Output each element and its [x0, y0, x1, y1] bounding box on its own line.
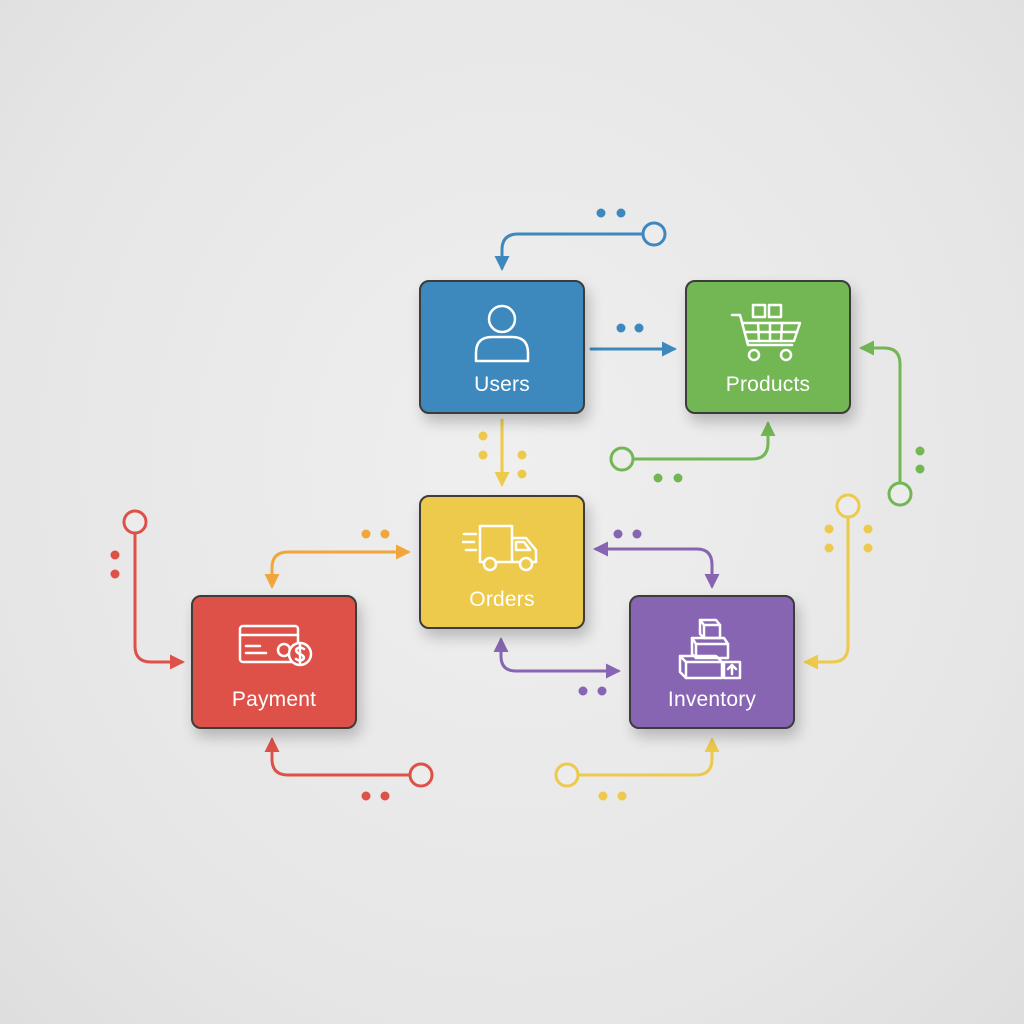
node-orders[interactable]: Orders [419, 495, 585, 629]
connector-orders-payment [264, 544, 411, 589]
connector-dot [863, 543, 873, 553]
user-icon [474, 304, 530, 363]
connector-dot [824, 524, 834, 534]
node-payment[interactable]: Payment [191, 595, 357, 729]
node-label-users: Users [474, 373, 530, 396]
node-inventory[interactable]: Inventory [629, 595, 795, 729]
connector-dot [863, 524, 873, 534]
connector-endpoint [835, 493, 861, 519]
connector-dot [915, 446, 925, 456]
connector-dot [478, 450, 488, 460]
connector-dot [634, 323, 644, 333]
connector-dot [596, 208, 606, 218]
connector-dot [110, 569, 120, 579]
connector-dot [632, 529, 642, 539]
connector-dot [517, 469, 527, 479]
connector-dot [824, 543, 834, 553]
connector-dot [915, 464, 925, 474]
connector-inventory-orders-bottom [493, 637, 621, 679]
connector-dot [110, 550, 120, 560]
connector-dot [380, 791, 390, 801]
connector-orders-inventory-top [593, 541, 720, 589]
connector-external-to-inventory-right [803, 515, 850, 670]
connector-endpoint [122, 509, 148, 535]
connector-external-to-products-right [859, 340, 902, 484]
shopping-cart-icon [730, 303, 802, 362]
connector-endpoint [609, 446, 635, 472]
connector-dot [478, 431, 488, 441]
connector-dot [361, 791, 371, 801]
node-label-products: Products [725, 373, 811, 396]
connector-external-to-products-bottom [631, 421, 776, 461]
connector-external-to-users [494, 232, 644, 271]
connector-dot [598, 791, 608, 801]
node-label-payment: Payment [231, 688, 317, 711]
connector-external-to-inventory-bottom [576, 737, 720, 777]
connector-dot [653, 473, 663, 483]
connector-external-to-payment-bottom [264, 737, 412, 777]
connector-dot [616, 208, 626, 218]
connector-dot [673, 473, 683, 483]
connector-dot [578, 686, 588, 696]
connector-endpoint [408, 762, 434, 788]
node-users[interactable]: Users [419, 280, 585, 414]
stacked-boxes-icon [678, 618, 742, 680]
connector-endpoint [554, 762, 580, 788]
credit-card-icon [238, 624, 313, 667]
node-label-inventory: Inventory [667, 688, 757, 711]
connector-dot [597, 686, 607, 696]
connector-dot [613, 529, 623, 539]
connector-dot [361, 529, 371, 539]
node-label-orders: Orders [469, 588, 535, 611]
delivery-truck-icon [462, 524, 538, 572]
node-products[interactable]: Products [685, 280, 851, 414]
connector-endpoint [641, 221, 667, 247]
connector-external-to-payment-left [133, 531, 185, 670]
connector-endpoint [887, 481, 913, 507]
connector-dot [380, 529, 390, 539]
connector-dot [616, 323, 626, 333]
connector-dot [517, 450, 527, 460]
connector-dot [617, 791, 627, 801]
